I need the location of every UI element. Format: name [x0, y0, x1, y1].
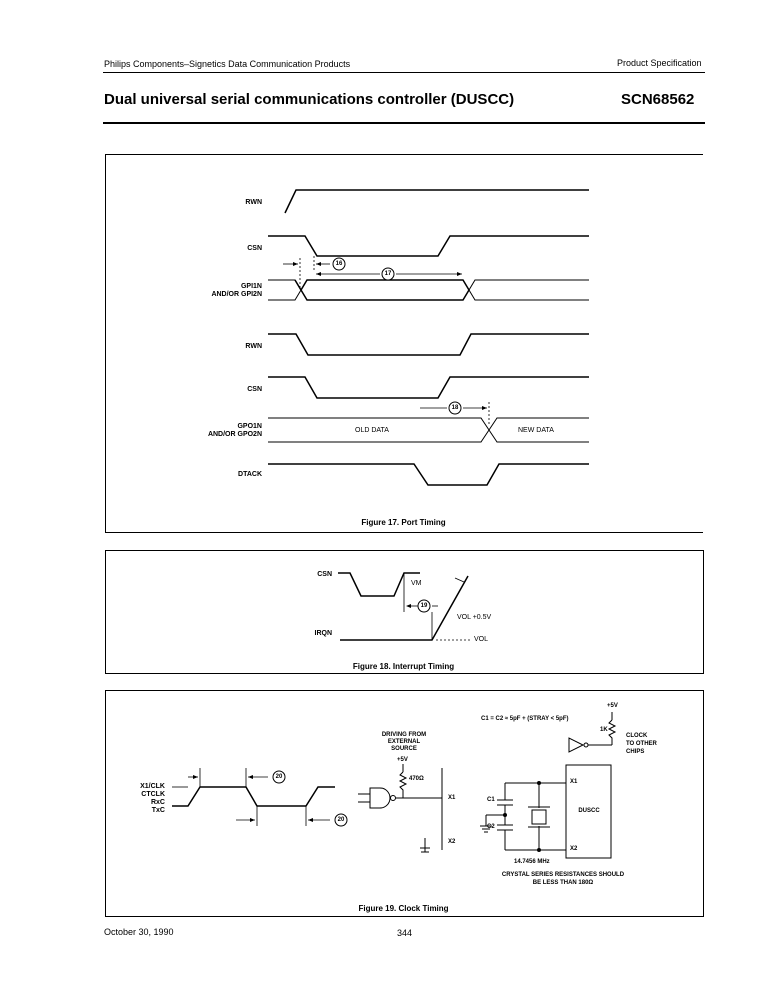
fig19-driving-1: DRIVING FROM	[381, 732, 427, 738]
footer-page: 344	[397, 928, 413, 938]
fig17-rwn1-label: RWN	[245, 199, 262, 206]
fig19-crystal-note-2: BE LESS THAN 180Ω	[532, 880, 594, 886]
fig19-marker-20b	[334, 813, 348, 827]
fig19-marker-20b-text: 20	[337, 817, 345, 823]
fig19-clock-label-2: CTCLK	[141, 791, 165, 798]
fig19-x1: X1	[448, 795, 456, 801]
fig17-dtack-label: DTACK	[238, 471, 262, 478]
company-line: Philips Components–Signetics Data Commun…	[104, 59, 351, 69]
fig19-x2: X2	[448, 839, 456, 845]
fig17-marker-16-text: 16	[335, 261, 343, 267]
fig19-clock-to-1: CLOCK	[626, 733, 648, 739]
fig18-vol-plus: VOL +0.5V	[457, 614, 492, 621]
fig18-irqn-label: IRQN	[314, 630, 333, 637]
fig18-marker-19-text: 19	[420, 603, 428, 609]
fig17-marker-16	[332, 257, 346, 271]
fig17-marker-17-text: 17	[384, 271, 392, 277]
fig17-rwn2-label: RWN	[245, 343, 262, 350]
fig19-marker-20a-text: 20	[275, 774, 283, 780]
fig18-vol: VOL	[474, 636, 489, 643]
header-rule-bottom	[103, 122, 705, 124]
fig17-gpo-label-a: GPO1N	[237, 423, 262, 430]
fig17-old-data: OLD DATA	[355, 427, 389, 434]
footer-date: October 30, 1990	[104, 927, 174, 937]
fig17-csn1-label: CSN	[247, 245, 262, 252]
fig19-freq: 14.7456 MHz	[514, 859, 550, 865]
fig17-new-data: NEW DATA	[518, 427, 554, 434]
fig17-gpi-label-b: AND/OR GPI2N	[211, 291, 262, 298]
header-rule-top	[103, 72, 705, 73]
part-number: SCN68562	[621, 91, 695, 108]
fig17-marker-18-text: 18	[451, 405, 459, 411]
fig19-cap-equation: C1 = C2 ≈ 5pF + (STRAY < 5pF)	[481, 716, 569, 722]
fig19-duscc: DUSCC	[578, 808, 600, 814]
figure19-box	[105, 690, 704, 917]
fig19-clock-label-3: RxC	[150, 799, 165, 806]
figure17-box	[105, 154, 703, 533]
fig19-driving-2: EXTERNAL	[387, 739, 421, 745]
fig19-chip-x2: X2	[570, 846, 578, 852]
figure18-box	[105, 550, 704, 674]
document-title: Dual universal serial communications con…	[104, 91, 515, 108]
fig17-marker-18	[448, 401, 462, 415]
fig17-csn2-label: CSN	[247, 386, 262, 393]
figure19-caption: Figure 19. Clock Timing	[358, 904, 449, 913]
fig18-vm: VM	[411, 580, 422, 587]
fig19-clock-to-3: CHIPS	[626, 749, 645, 755]
fig19-marker-20a	[272, 770, 286, 784]
fig19-c1: C1	[487, 797, 495, 803]
spec-type: Product Specification	[617, 58, 702, 68]
fig17-marker-17	[381, 267, 395, 281]
fig19-clock-label-4: TxC	[151, 807, 165, 814]
fig19-clock-to-2: TO OTHER	[626, 741, 657, 747]
fig18-csn-label: CSN	[317, 571, 332, 578]
fig19-r470: 470Ω	[409, 776, 424, 782]
fig19-crystal-note-1: CRYSTAL SERIES RESISTANCES SHOULD	[501, 872, 625, 878]
fig19-plus5v-right: +5V	[607, 703, 618, 709]
fig19-c2: C2	[487, 824, 495, 830]
fig17-gpo-label-b: AND/OR GPO2N	[207, 431, 262, 438]
fig19-driving-3: SOURCE	[391, 746, 417, 752]
fig19-plus5v: +5V	[397, 757, 408, 763]
fig19-clock-label-1: X1/CLK	[140, 783, 165, 790]
fig19-chip-x1: X1	[570, 779, 578, 785]
figure17-caption: Figure 17. Port Timing	[361, 518, 446, 527]
figure18-caption: Figure 18. Interrupt Timing	[352, 662, 455, 671]
fig17-gpi-label-a: GPI1N	[240, 283, 262, 290]
fig18-marker-19	[417, 599, 431, 613]
fig19-r1k: 1K	[600, 727, 608, 733]
